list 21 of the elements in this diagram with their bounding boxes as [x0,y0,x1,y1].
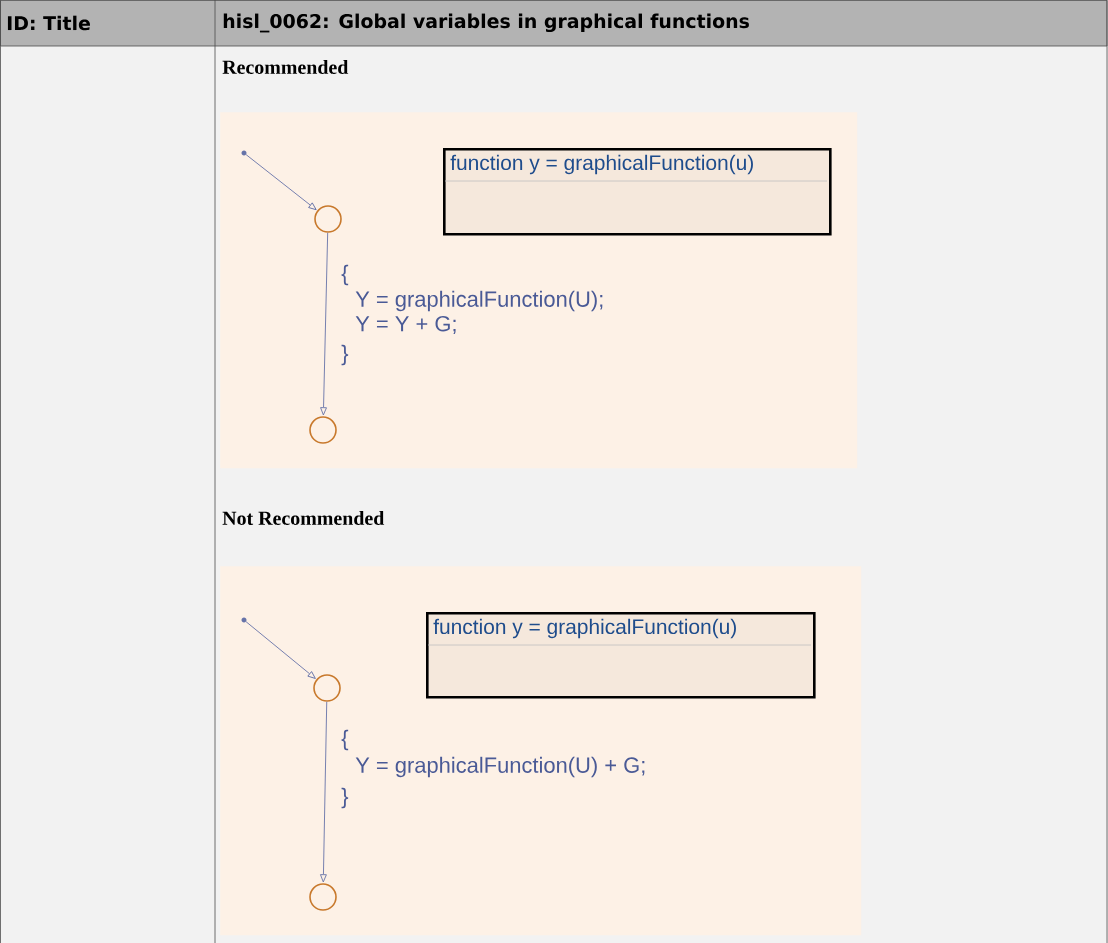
section-heading: Not Recommended [222,511,385,525]
arrow [245,154,317,211]
transition-label: { [341,264,349,286]
transition-label: } [341,787,349,809]
transition-label: Y = Y + G; [355,315,456,335]
arrow [320,701,328,883]
function-box: function y = graphicalFunction(u) [426,612,816,699]
arrow [245,621,316,679]
transition-label: { [341,729,349,751]
transition-label: Y = graphicalFunction(U); [355,290,603,312]
arrow [320,232,329,416]
function-box: function y = graphicalFunction(u) [443,148,832,236]
junction-circle [314,205,342,233]
section-heading: Recommended [222,60,349,74]
transition-label: } [341,344,349,366]
header-text: hisl_0062: Global variables in graphical functions [223,13,749,33]
junction-circle [309,883,337,911]
junction-circle [313,674,341,702]
transition-label: Y = graphicalFunction(U) + G; [355,756,645,778]
junction-circle [309,416,337,444]
header-text: ID: Title [7,15,90,31]
